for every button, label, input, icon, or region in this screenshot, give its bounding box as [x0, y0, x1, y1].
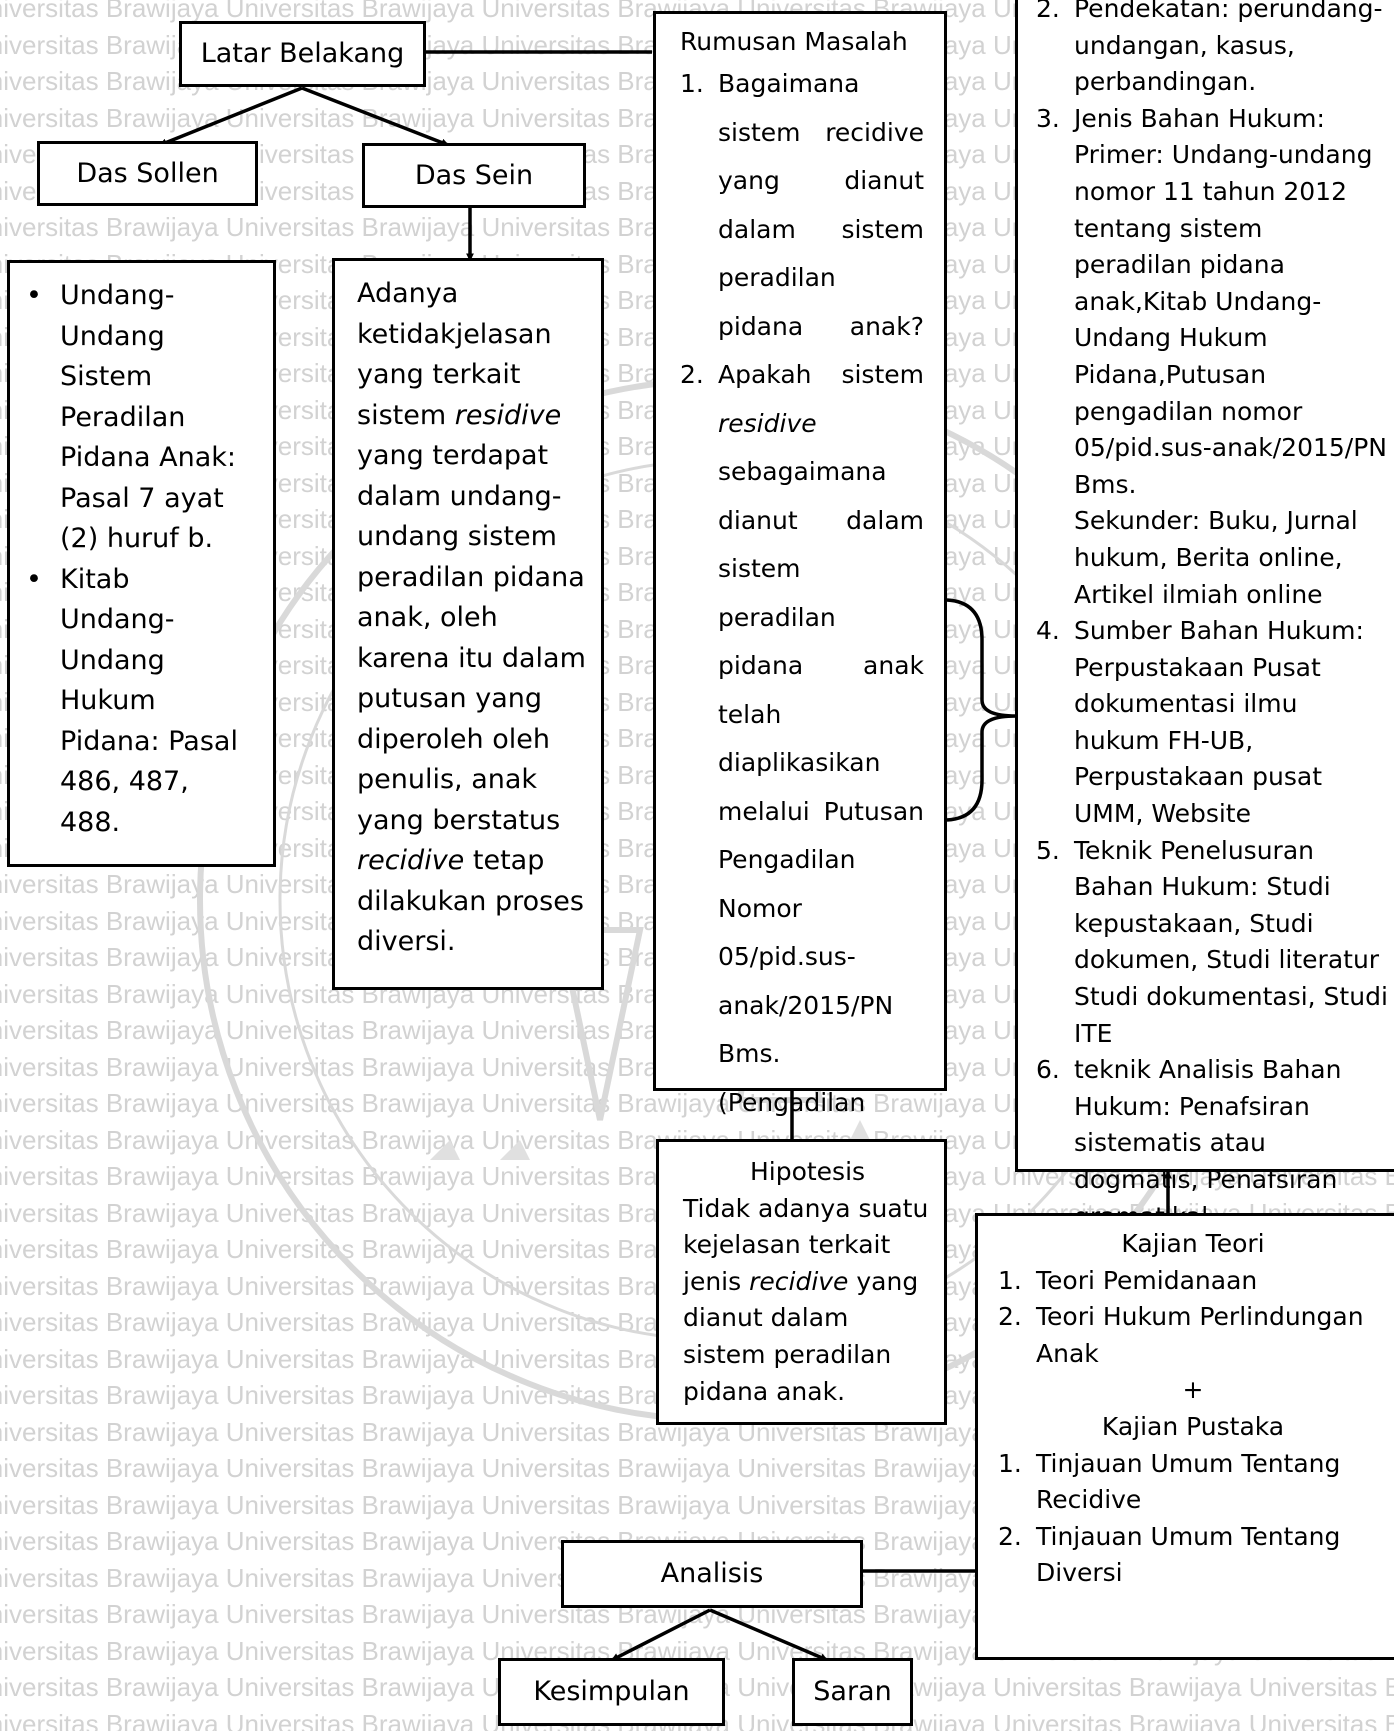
- rumusan-item: 1. Bagaimana sistem recidive yang dianut…: [680, 69, 924, 341]
- metode-box: 2.Pendekatan: perundang-undangan, kasus,…: [1015, 0, 1394, 1231]
- latar-belakang-label: Latar Belakang: [200, 38, 405, 70]
- latar-belakang-box: Latar Belakang: [179, 21, 426, 87]
- hipotesis-title: Hipotesis: [749, 1157, 866, 1186]
- kajian-plus: +: [1182, 1375, 1204, 1405]
- das-sollen-label: Das Sollen: [76, 157, 219, 189]
- metode-item: 2.Pendekatan: perundang-undangan, kasus,…: [1036, 0, 1383, 97]
- kajian-teori-list: 1.Teori Pemidanaan 2.Teori Hukum Perlind…: [998, 1263, 1388, 1373]
- rumusan-item: 2. Apakah sistem residive sebagaimana di…: [680, 360, 924, 1165]
- kajian-pustaka-item: 1.Tinjauan Umum Tentang Recidive: [998, 1448, 1341, 1515]
- arrow-to-das-sollen: [158, 86, 303, 147]
- das-sein-label: Das Sein: [414, 159, 534, 191]
- term-residive: residive: [718, 408, 817, 438]
- metode-item: 5.Teknik Penelusuran Bahan Hukum: Studi …: [1036, 835, 1388, 1048]
- saran-label: Saran: [813, 1676, 892, 1708]
- hipotesis-box: Hipotesis Tidak adanya suatu kejelasan t…: [656, 1139, 947, 1425]
- kajian-pustaka-title: Kajian Pustaka: [1101, 1411, 1285, 1441]
- kajian-pustaka-list: 1.Tinjauan Umum Tentang Recidive 2.Tinja…: [998, 1446, 1388, 1592]
- das-sollen-item: Undang-Undang Sistem Peradilan Pidana An…: [10, 276, 251, 560]
- das-sein-text: Adanya ketidakjelasan yang terkait siste…: [357, 278, 586, 957]
- rumusan-masalah-title: Rumusan Masalah: [680, 27, 908, 56]
- rumusan-list: 1. Bagaimana sistem recidive yang dianut…: [680, 60, 924, 1176]
- metode-item: 6.teknik Analisis Bahan Hukum: Penafsira…: [1036, 1055, 1342, 1230]
- kajian-teori-title: Kajian Teori: [1121, 1229, 1265, 1258]
- das-sollen-list: Undang-Undang Sistem Peradilan Pidana An…: [10, 276, 251, 843]
- kajian-pustaka-item: 2.Tinjauan Umum Tentang Diversi: [998, 1521, 1341, 1588]
- kajian-teori-item: 1.Teori Pemidanaan: [998, 1265, 1258, 1295]
- term-recidive: recidive: [357, 845, 465, 876]
- analisis-box: Analisis: [561, 1540, 863, 1608]
- metode-item: 3.Jenis Bahan Hukum: Primer: Undang-unda…: [1036, 103, 1387, 609]
- arrow-to-das-sein: [301, 86, 450, 147]
- term-residive: residive: [454, 399, 562, 431]
- das-sollen-box: Das Sollen: [37, 141, 258, 206]
- das-sollen-item: Kitab Undang-Undang Hukum Pidana: Pasal …: [10, 560, 251, 844]
- arrow-to-kesimpulan: [610, 1608, 711, 1662]
- rumusan-masalah-box: Rumusan Masalah 1. Bagaimana sistem reci…: [653, 11, 947, 1165]
- kajian-teori-item: 2.Teori Hukum Perlindungan Anak: [998, 1302, 1364, 1368]
- metode-item: 4.Sumber Bahan Hukum: Perpustakaan Pusat…: [1036, 616, 1364, 829]
- hipotesis-text: Tidak adanya suatu kejelasan terkait jen…: [683, 1193, 929, 1406]
- das-sein-box: Das Sein: [362, 143, 586, 208]
- das-sollen-content-box: Undang-Undang Sistem Peradilan Pidana An…: [7, 260, 276, 867]
- kesimpulan-box: Kesimpulan: [498, 1658, 725, 1726]
- bracket-rumusan-metode: [946, 598, 1017, 822]
- term-recidive: recidive: [749, 1266, 849, 1296]
- analisis-label: Analisis: [660, 1558, 764, 1590]
- das-sein-content-box: Adanya ketidakjelasan yang terkait siste…: [332, 258, 604, 990]
- saran-box: Saran: [792, 1658, 913, 1726]
- kajian-box: Kajian Teori 1.Teori Pemidanaan 2.Teori …: [975, 1213, 1394, 1660]
- kesimpulan-label: Kesimpulan: [533, 1676, 690, 1708]
- arrow-to-saran: [709, 1608, 829, 1662]
- metode-list: 2.Pendekatan: perundang-undangan, kasus,…: [1036, 0, 1388, 1235]
